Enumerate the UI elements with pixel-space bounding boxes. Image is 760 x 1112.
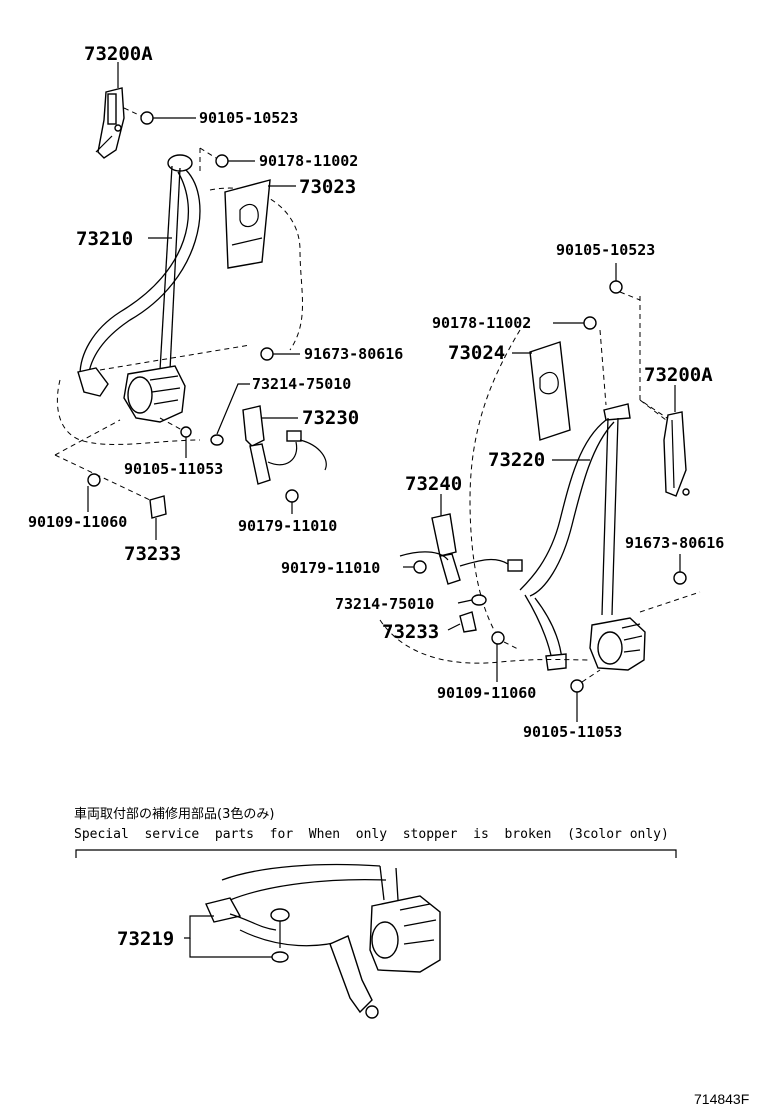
label-73214-75010-left: 73214-75010 <box>252 375 351 393</box>
label-73210: 73210 <box>76 228 133 250</box>
label-90109-11060-left: 90109-11060 <box>28 513 127 531</box>
label-90179-11010-left: 90179-11010 <box>238 517 337 535</box>
label-73220: 73220 <box>488 449 545 471</box>
note-english: Special service parts for When only stop… <box>74 827 669 842</box>
label-90105-10523-top: 90105-10523 <box>199 109 298 127</box>
left-seat-belt-assembly <box>54 87 327 519</box>
label-90105-11053-right: 90105-11053 <box>523 723 622 741</box>
label-90109-11060-right: 90109-11060 <box>437 684 536 702</box>
label-90105-10523-right: 90105-10523 <box>556 241 655 259</box>
label-73214-75010-right: 73214-75010 <box>335 595 434 613</box>
label-73233-right: 73233 <box>382 621 439 643</box>
note-japanese: 車両取付部の補修用部品(3色のみ) <box>74 806 274 822</box>
label-73024: 73024 <box>448 342 505 364</box>
label-73240: 73240 <box>405 473 462 495</box>
figure-code: 714843F <box>694 1091 749 1107</box>
label-73200A-top: 73200A <box>84 43 153 65</box>
label-90179-11010-right: 90179-11010 <box>281 559 380 577</box>
special-service-section <box>75 849 677 1019</box>
label-73023: 73023 <box>299 176 356 198</box>
right-leader-lines <box>403 263 681 722</box>
left-leader-lines <box>87 62 300 540</box>
label-73230: 73230 <box>302 407 359 429</box>
right-seat-belt-assembly <box>379 280 701 693</box>
label-73200A-right: 73200A <box>644 364 713 386</box>
label-90178-11002-right: 90178-11002 <box>432 314 531 332</box>
label-73219: 73219 <box>117 928 174 950</box>
label-91673-80616-left: 91673-80616 <box>304 345 403 363</box>
label-73233-left: 73233 <box>124 543 181 565</box>
label-90178-11002-top: 90178-11002 <box>259 152 358 170</box>
label-91673-80616-right: 91673-80616 <box>625 534 724 552</box>
label-90105-11053-left: 90105-11053 <box>124 460 223 478</box>
